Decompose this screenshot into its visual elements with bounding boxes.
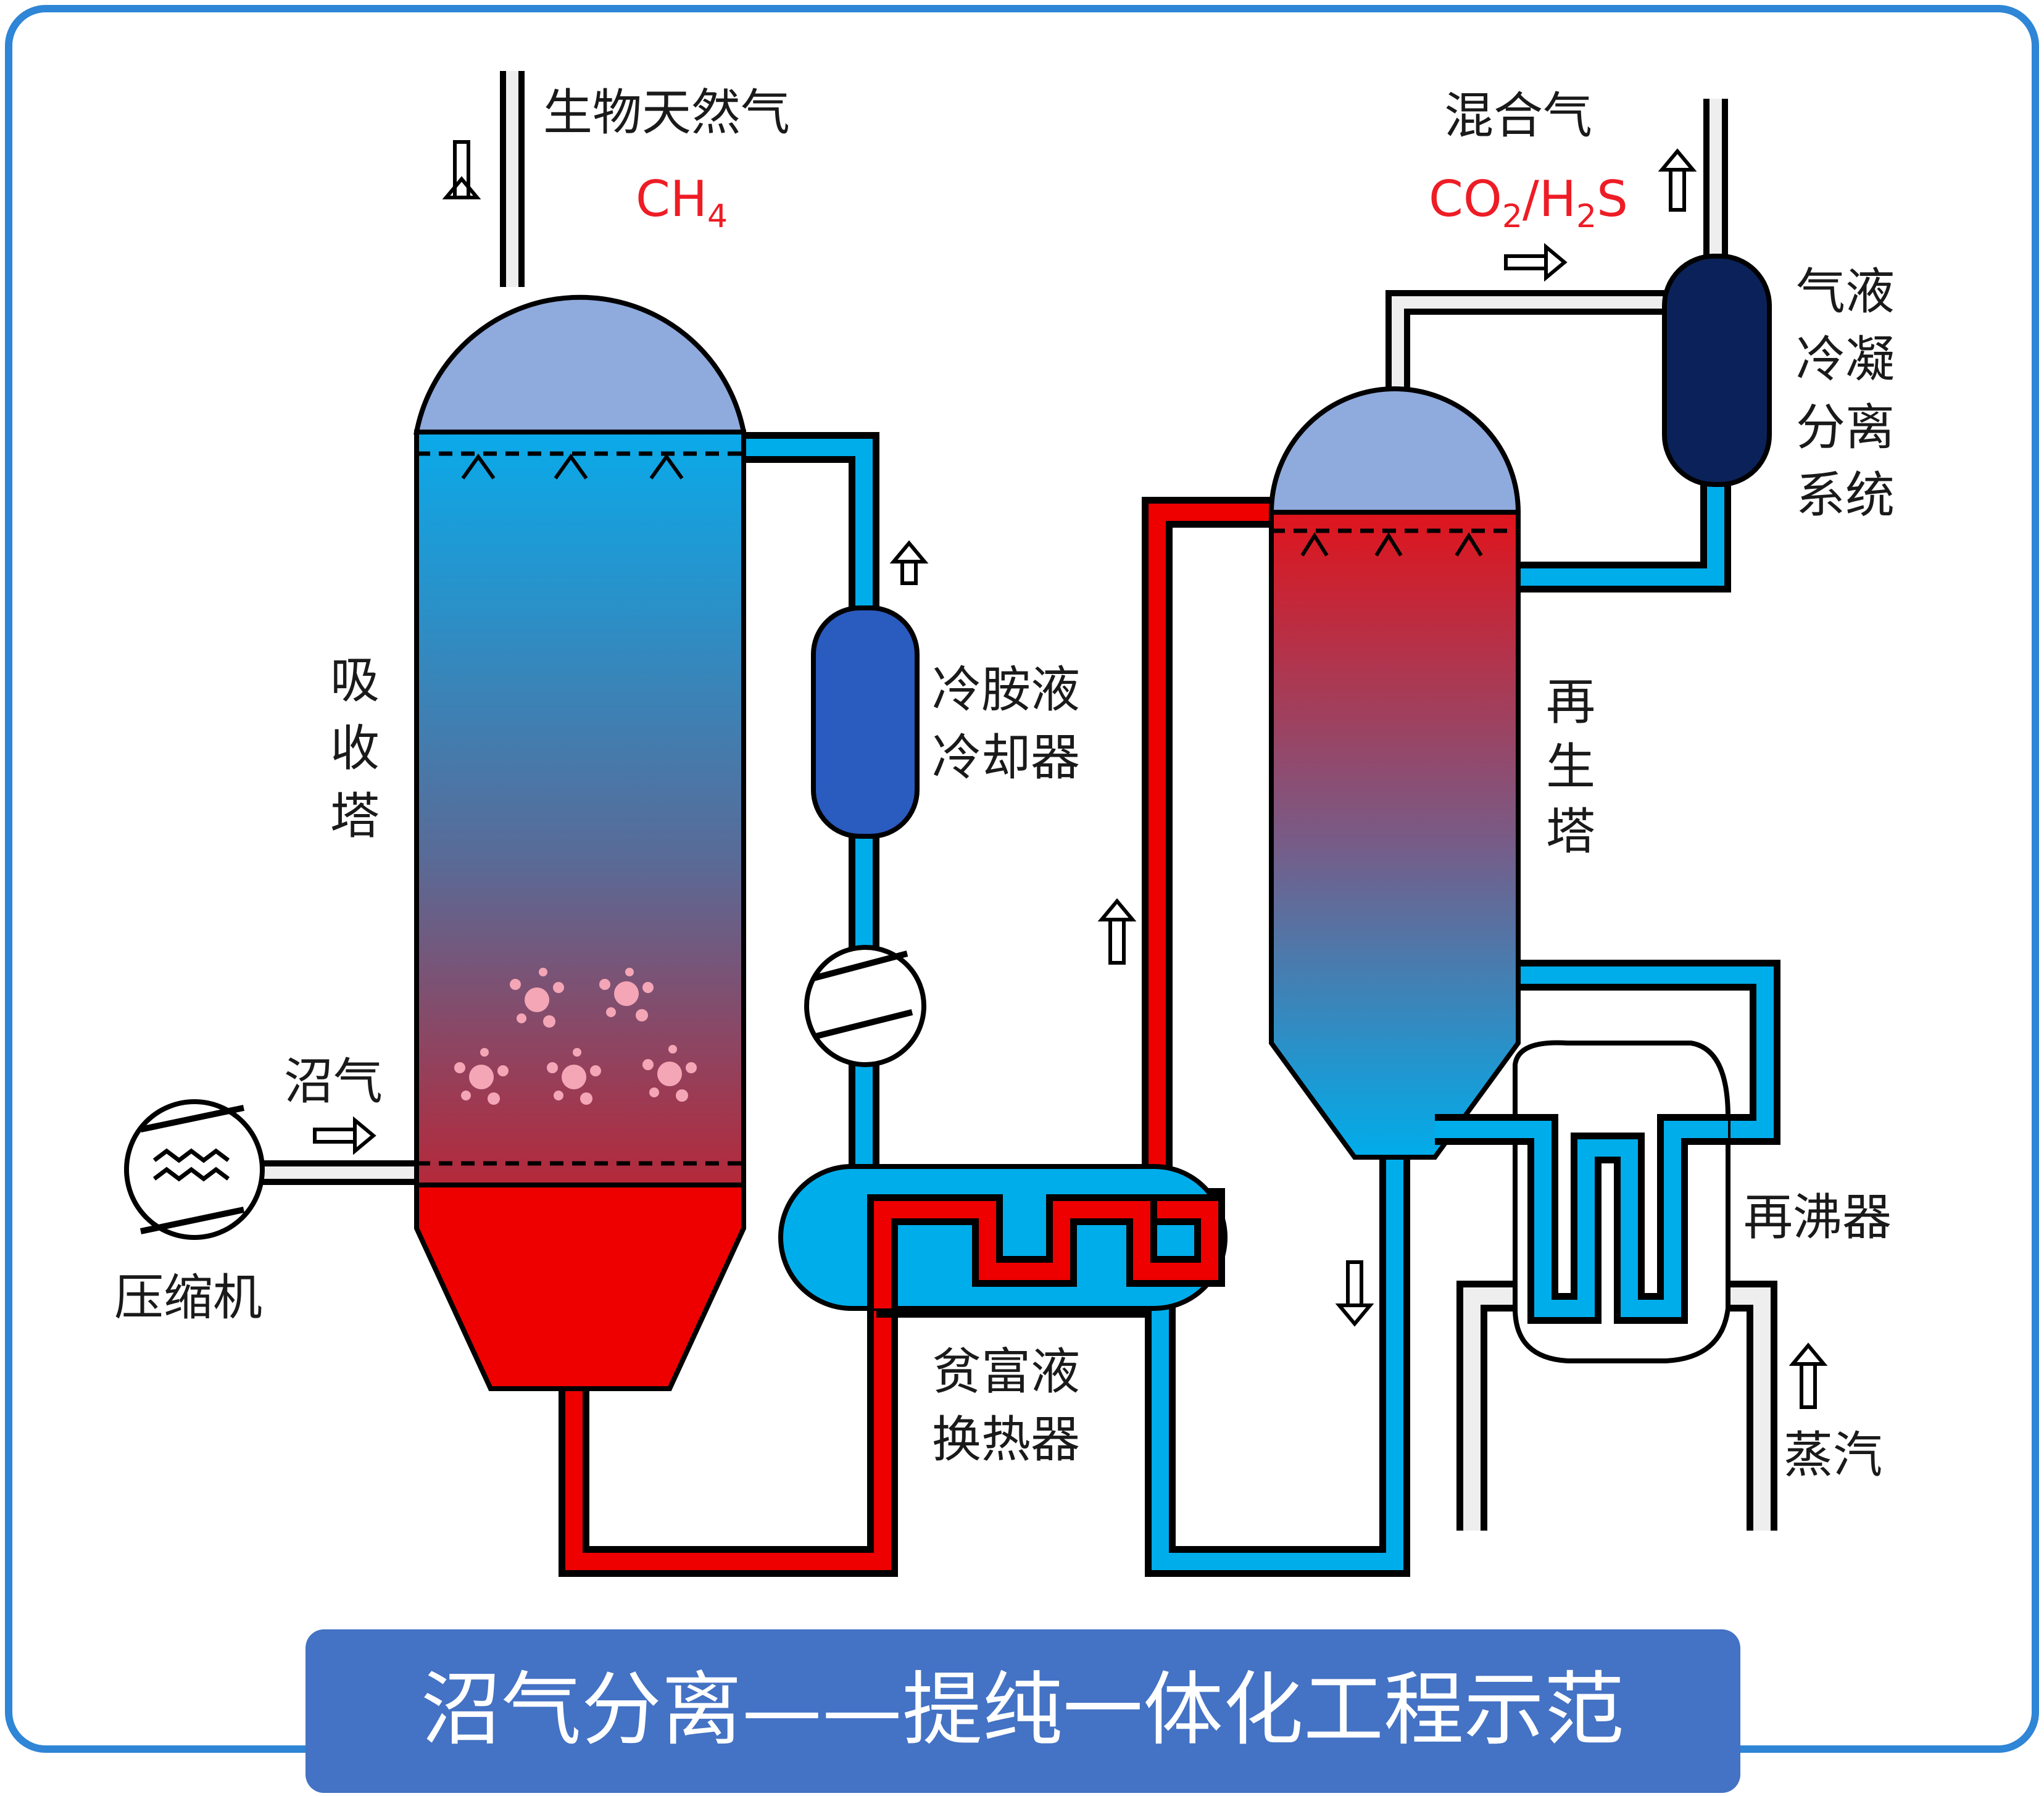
- biogas-label: 沼气: [284, 1053, 383, 1110]
- arrow-up-icon: [1658, 148, 1697, 212]
- arrow-right-icon: [313, 1116, 376, 1155]
- biomethane-label: 生物天然气: [543, 84, 790, 141]
- title-banner: [305, 1629, 1740, 1793]
- steam-label: 蒸汽: [1784, 1426, 1882, 1484]
- mixed-gas-pipe: [1386, 99, 1728, 395]
- ch4-label: CH4: [636, 170, 728, 235]
- diagram-title: 沼气分离——提纯一体化工程示范: [421, 1663, 1624, 1757]
- absorber-label-3: 塔: [330, 788, 380, 845]
- mixed-gas-label: 混合气: [1444, 87, 1592, 144]
- gl-sep-line-3: 分离: [1796, 399, 1895, 456]
- heat-exchanger-label-2: 换热器: [932, 1411, 1080, 1468]
- pump: [804, 945, 926, 1067]
- arrow-right-icon: [1504, 243, 1568, 282]
- regenerator-label-1: 再: [1546, 673, 1595, 731]
- compressor: [124, 1099, 265, 1240]
- regenerator-label-2: 生: [1546, 738, 1595, 796]
- biomethane-outlet-pipe: [500, 71, 525, 287]
- co2-main: CO: [1429, 170, 1502, 228]
- biogas-inlet-pipe: [262, 1160, 420, 1185]
- co2-h2s-label: CO2/H2S: [1429, 170, 1628, 235]
- ch4-main: CH: [636, 170, 707, 228]
- gl-sep-line-2: 冷凝: [1796, 331, 1895, 388]
- arrow-up-icon: [889, 540, 929, 585]
- s-main: S: [1597, 170, 1628, 228]
- gas-bubbles: [454, 968, 697, 1105]
- arrow-up-icon: [1788, 1342, 1828, 1409]
- compressor-label: 压缩机: [114, 1269, 262, 1326]
- gas-liquid-separator: [1662, 254, 1772, 487]
- co2-sub: 2: [1502, 198, 1523, 235]
- gl-sep-line-4: 系统: [1796, 467, 1895, 524]
- reboiler-label: 再沸器: [1743, 1189, 1892, 1246]
- absorber-label-1: 吸: [330, 652, 380, 709]
- lean-amine-cooler: [811, 605, 920, 839]
- h2s-sub: 2: [1576, 198, 1597, 235]
- lean-cooler-label-1: 冷胺液: [932, 661, 1080, 718]
- arrow-up-icon: [442, 140, 481, 199]
- absorber-tower: [413, 294, 747, 1391]
- regenerator-tower: [1268, 386, 1521, 1160]
- lean-cooler-label-2: 冷却器: [932, 729, 1080, 786]
- regenerator-label-3: 塔: [1546, 803, 1595, 860]
- condensate-return-pipe: [1515, 469, 1731, 592]
- arrow-up-icon: [1097, 898, 1137, 965]
- heat-exchanger-label-1: 贫富液: [932, 1343, 1080, 1400]
- ch4-sub: 4: [707, 198, 728, 235]
- lean-rich-heat-exchanger: [778, 1164, 1228, 1311]
- slash-h: /H: [1523, 170, 1576, 228]
- arrow-down-icon: [1335, 1260, 1374, 1327]
- absorber-label-2: 收: [330, 720, 380, 777]
- gl-sep-line-1: 气液: [1796, 263, 1895, 320]
- reboiler: [1435, 1040, 1730, 1363]
